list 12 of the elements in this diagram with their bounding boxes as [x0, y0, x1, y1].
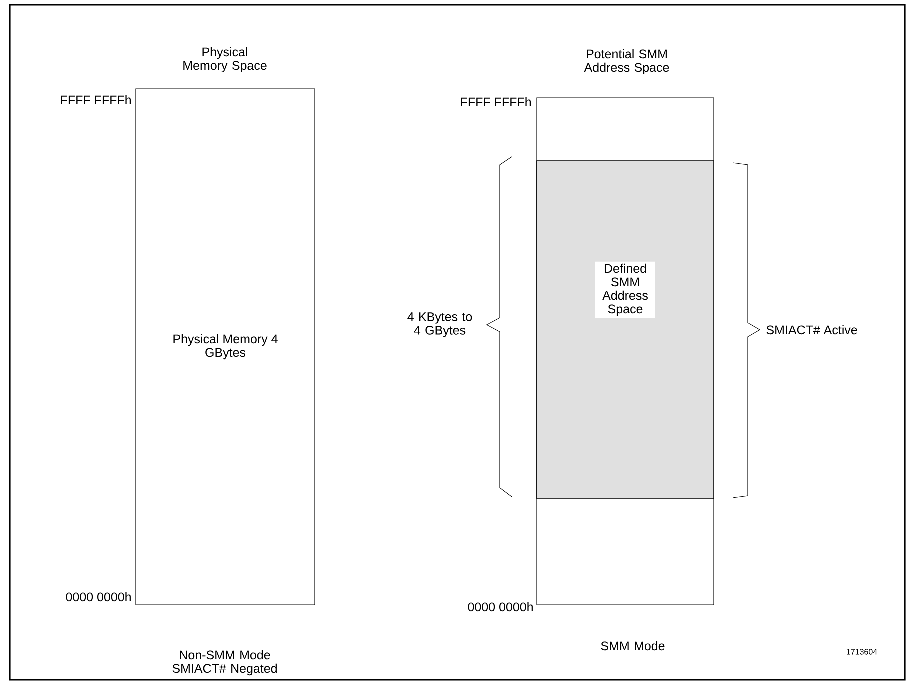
mode-caption: SMM Mode	[601, 641, 665, 651]
range-label: 4 KBytes to 4 GBytes	[408, 312, 472, 338]
heading: Potential SMM Address Space	[584, 49, 670, 75]
mode-caption: Non-SMM Mode SMIACT# Negated	[172, 650, 277, 676]
address-label: FFFF FFFFh	[461, 97, 531, 107]
region-label: Defined SMM Address Space	[596, 262, 656, 318]
figure-number: 1713604	[847, 649, 878, 655]
memory-box: Physical Memory 4 GBytes	[136, 88, 316, 606]
range-label: SMIACT# Active	[766, 325, 858, 335]
heading: Physical Memory Space	[184, 47, 267, 73]
address-label: 0000 0000h	[468, 602, 533, 612]
shaded-region	[536, 160, 714, 500]
